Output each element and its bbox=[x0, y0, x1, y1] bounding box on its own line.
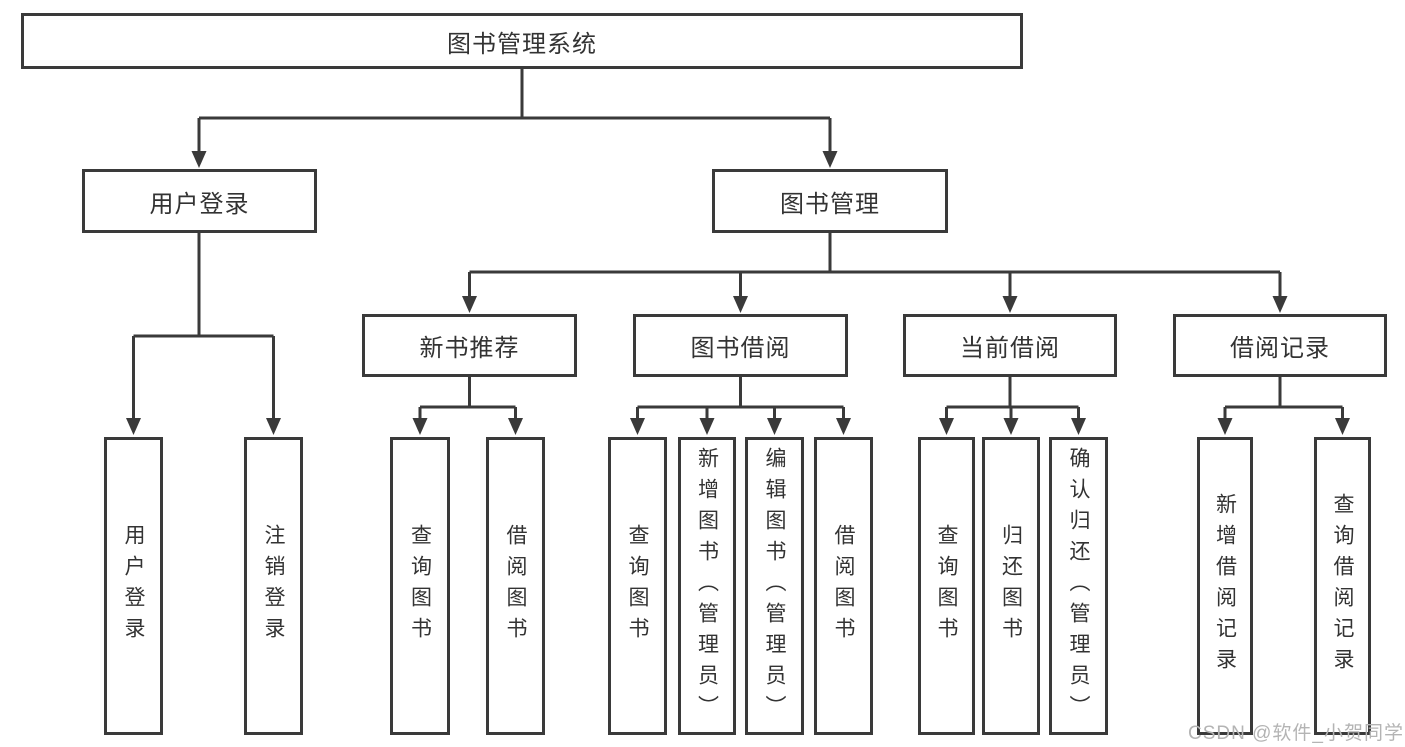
leaf-recommend-borrow-books-label: 借阅图书 bbox=[504, 524, 527, 648]
leaf-current-return-books: 归还图书 bbox=[982, 437, 1040, 735]
node-current-borrowing: 当前借阅 bbox=[903, 314, 1117, 377]
node-new-book-recommend: 新书推荐 bbox=[362, 314, 577, 377]
leaf-borrowing-query-books-label: 查询图书 bbox=[626, 524, 649, 648]
leaf-records-query-record: 查询借阅记录 bbox=[1314, 437, 1371, 735]
leaf-recommend-query-books: 查询图书 bbox=[390, 437, 450, 735]
leaf-current-query-books-label: 查询图书 bbox=[935, 524, 958, 648]
leaf-current-confirm-return: 确认归还（管理员） bbox=[1049, 437, 1108, 735]
leaf-borrowing-add-books-label: 新增图书（管理员） bbox=[695, 446, 719, 726]
leaf-borrowing-query-books: 查询图书 bbox=[608, 437, 667, 735]
leaf-borrowing-edit-books: 编辑图书（管理员） bbox=[745, 437, 804, 735]
leaf-borrowing-add-books: 新增图书（管理员） bbox=[678, 437, 736, 735]
leaf-current-query-books: 查询图书 bbox=[918, 437, 975, 735]
node-borrowing-records: 借阅记录 bbox=[1173, 314, 1387, 377]
csdn-watermark: CSDN @软件_小贺同学 bbox=[1188, 723, 1404, 744]
arrowhead-icons bbox=[126, 151, 1350, 435]
leaf-logout-label: 注销登录 bbox=[262, 524, 285, 648]
leaf-records-query-record-label: 查询借阅记录 bbox=[1331, 493, 1354, 679]
leaf-current-return-books-label: 归还图书 bbox=[999, 524, 1023, 648]
leaf-borrowing-borrow-books: 借阅图书 bbox=[814, 437, 873, 735]
leaf-recommend-borrow-books: 借阅图书 bbox=[486, 437, 545, 735]
node-book-borrowing: 图书借阅 bbox=[633, 314, 848, 377]
leaf-borrowing-borrow-books-label: 借阅图书 bbox=[832, 524, 855, 648]
leaf-records-add-record-label: 新增借阅记录 bbox=[1213, 493, 1237, 679]
node-user-login: 用户登录 bbox=[82, 169, 317, 233]
connector-shafts bbox=[132, 69, 1344, 420]
leaf-borrowing-edit-books-label: 编辑图书（管理员） bbox=[763, 446, 786, 726]
leaf-logout: 注销登录 bbox=[244, 437, 303, 735]
leaf-recommend-query-books-label: 查询图书 bbox=[408, 524, 432, 648]
leaf-current-confirm-return-label: 确认归还（管理员） bbox=[1067, 446, 1090, 726]
leaf-records-add-record: 新增借阅记录 bbox=[1197, 437, 1253, 735]
leaf-user-login: 用户登录 bbox=[104, 437, 163, 735]
node-library-management-system: 图书管理系统 bbox=[21, 13, 1023, 69]
leaf-user-login-label: 用户登录 bbox=[122, 524, 145, 648]
node-book-management: 图书管理 bbox=[712, 169, 948, 233]
